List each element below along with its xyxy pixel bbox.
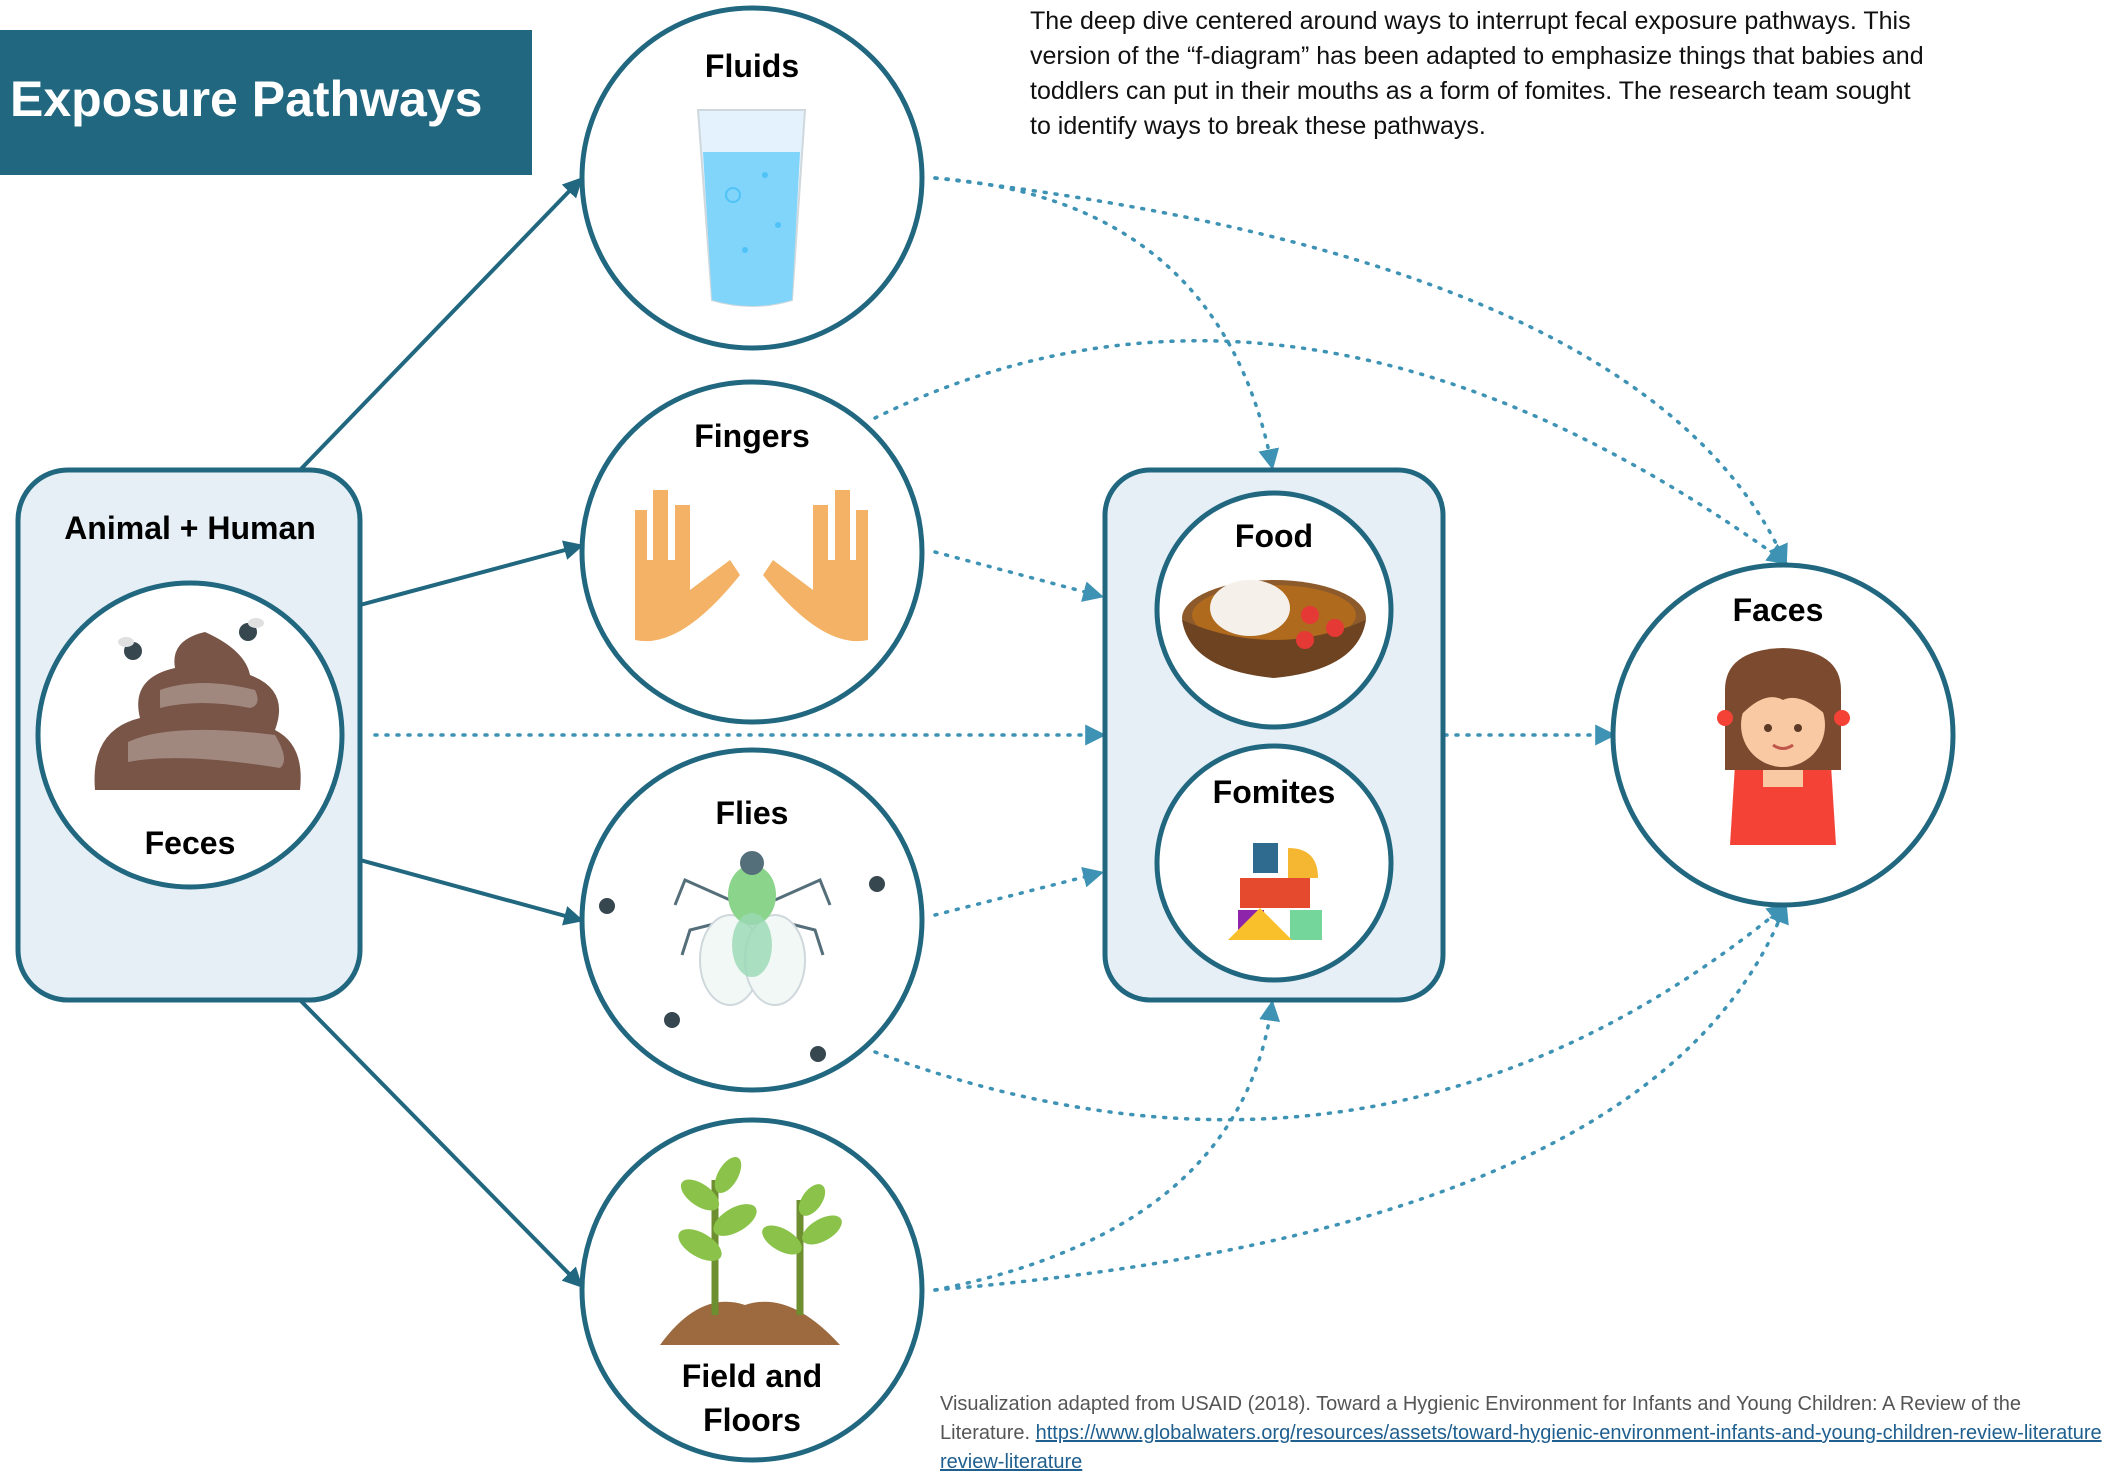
path-fluids-food	[933, 176, 1280, 471]
citation-line-3: review-literature	[940, 1448, 1950, 1477]
path-fingers-food	[933, 550, 1105, 602]
dotted-paths	[373, 176, 1789, 1292]
fields-circle	[579, 1117, 925, 1463]
feces-label: Feces	[144, 825, 236, 861]
arrow-to-fluids	[298, 177, 583, 472]
path-fingers-faces	[873, 339, 1789, 565]
arrow-to-fingers	[359, 540, 584, 607]
citation-line-2: Literature. https://www.globalwaters.org…	[940, 1419, 2102, 1448]
fluids-label: Fluids	[704, 48, 800, 84]
fomites-label: Fomites	[1212, 774, 1336, 810]
seedling-icon	[660, 1156, 842, 1345]
girl-face-icon	[1717, 648, 1850, 845]
title-banner	[0, 30, 532, 175]
fingers-label: Fingers	[694, 418, 810, 454]
toy-blocks-icon	[1228, 843, 1322, 940]
floors-label: Floors	[703, 1402, 801, 1438]
path-flies-fomites	[933, 866, 1105, 917]
poop-icon	[94, 618, 301, 790]
water-glass-icon	[696, 109, 807, 307]
faces-label: Faces	[1732, 592, 1824, 628]
source-citation: Visualization adapted from USAID (2018).…	[940, 1390, 2102, 1477]
arrow-to-flies	[359, 858, 584, 926]
flies-label: Flies	[715, 795, 789, 831]
f-diagram	[15, 5, 1956, 1463]
page-title: Exposure Pathways	[10, 71, 483, 127]
path-fields-faces	[933, 902, 1789, 1292]
citation-line-1: Visualization adapted from USAID (2018).…	[940, 1393, 2021, 1415]
citation-prefix: Literature.	[940, 1422, 1031, 1444]
path-fields-fomites	[933, 999, 1281, 1292]
source-link-continued[interactable]: review-literature	[940, 1451, 1083, 1473]
source-box-label: Animal + Human	[64, 510, 316, 546]
fly-icon	[599, 851, 885, 1062]
solid-arrows	[298, 177, 584, 1288]
path-fluids-faces	[933, 176, 1788, 566]
food-label: Food	[1234, 518, 1314, 554]
fields-label: Field and	[681, 1358, 823, 1394]
raised-hands-icon	[635, 490, 868, 642]
description-text: The deep dive centered around ways to in…	[1030, 7, 1924, 140]
arrow-to-fields	[298, 998, 583, 1288]
food-bowl-icon	[1182, 580, 1366, 678]
source-link[interactable]: https://www.globalwaters.org/resources/a…	[1035, 1422, 2102, 1444]
